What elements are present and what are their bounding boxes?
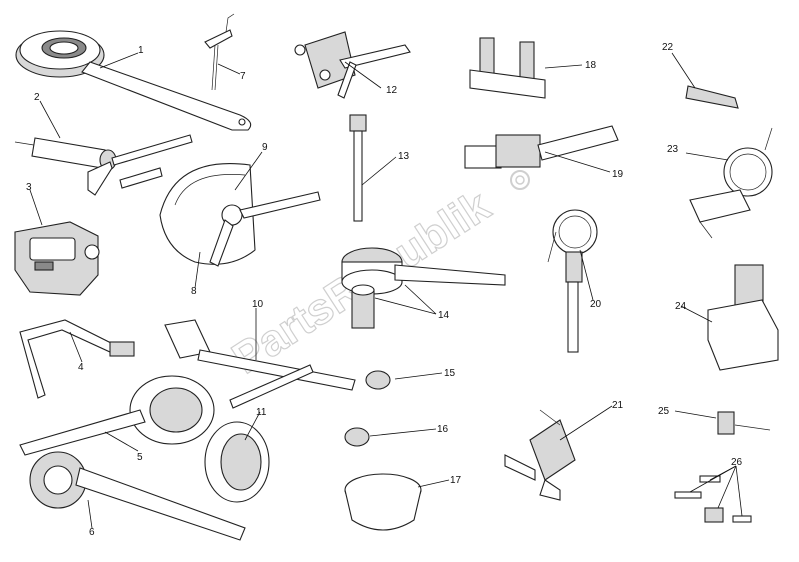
callout-12: 12 [386,85,398,96]
callout-24: 24 [675,301,687,312]
part-24-bushing-tool [707,264,779,371]
part-15-plug [365,370,391,390]
part-21-press-tool [504,409,576,501]
part-5-splined-wrench [19,375,215,456]
part-25-small-tool [717,411,771,435]
part-26-pins [674,475,752,523]
callout-9: 9 [262,142,268,153]
callout-4: 4 [78,362,84,373]
part-3-housing [14,221,100,296]
gear-icon [510,170,530,190]
part-6-socket-wrench [29,451,246,541]
callout-13: 13 [398,151,410,162]
callout-14: 14 [438,310,450,321]
part-17-cup-socket [344,473,422,531]
part-7-pin [204,13,235,91]
callout-7: 7 [240,71,246,82]
part-20-dial-gauge [547,209,598,353]
callout-1: 1 [138,45,144,56]
callout-21: 21 [612,400,624,411]
leader-lines [29,52,743,529]
part-18-fork [469,37,546,99]
part-4-bent-bar [19,319,135,399]
callout-6: 6 [89,527,95,538]
callout-10: 10 [252,299,264,310]
part-10-t-puller [164,319,356,409]
callout-16: 16 [437,424,449,435]
part-11-ring [204,421,270,503]
callout-labels: 1 2 3 4 5 6 7 8 9 10 11 12 13 14 15 16 1… [26,42,743,538]
callout-26: 26 [731,457,743,468]
part-19-cylinder-tool [464,125,619,169]
part-13-rod [349,114,367,222]
callout-20: 20 [590,299,602,310]
callout-18: 18 [585,60,597,71]
callout-19: 19 [612,169,624,180]
part-14-flange-wrench [341,247,506,329]
callout-8: 8 [191,286,197,297]
callout-11: 11 [256,407,267,418]
part-22-pin [685,85,739,109]
callout-23: 23 [667,144,679,155]
callout-2: 2 [34,92,40,103]
part-9-degree-wheel [159,163,321,267]
callout-22: 22 [662,42,674,53]
callout-25: 25 [658,406,670,417]
part-16-plug [344,427,370,447]
callout-5: 5 [137,452,143,463]
part-2-puller [14,134,193,196]
callout-15: 15 [444,368,456,379]
callout-17: 17 [450,475,462,486]
part-12-bracket [294,31,411,99]
callout-3: 3 [26,182,32,193]
part-23-dial-indicator [689,127,773,239]
part-1-ring-spanner [15,30,252,131]
